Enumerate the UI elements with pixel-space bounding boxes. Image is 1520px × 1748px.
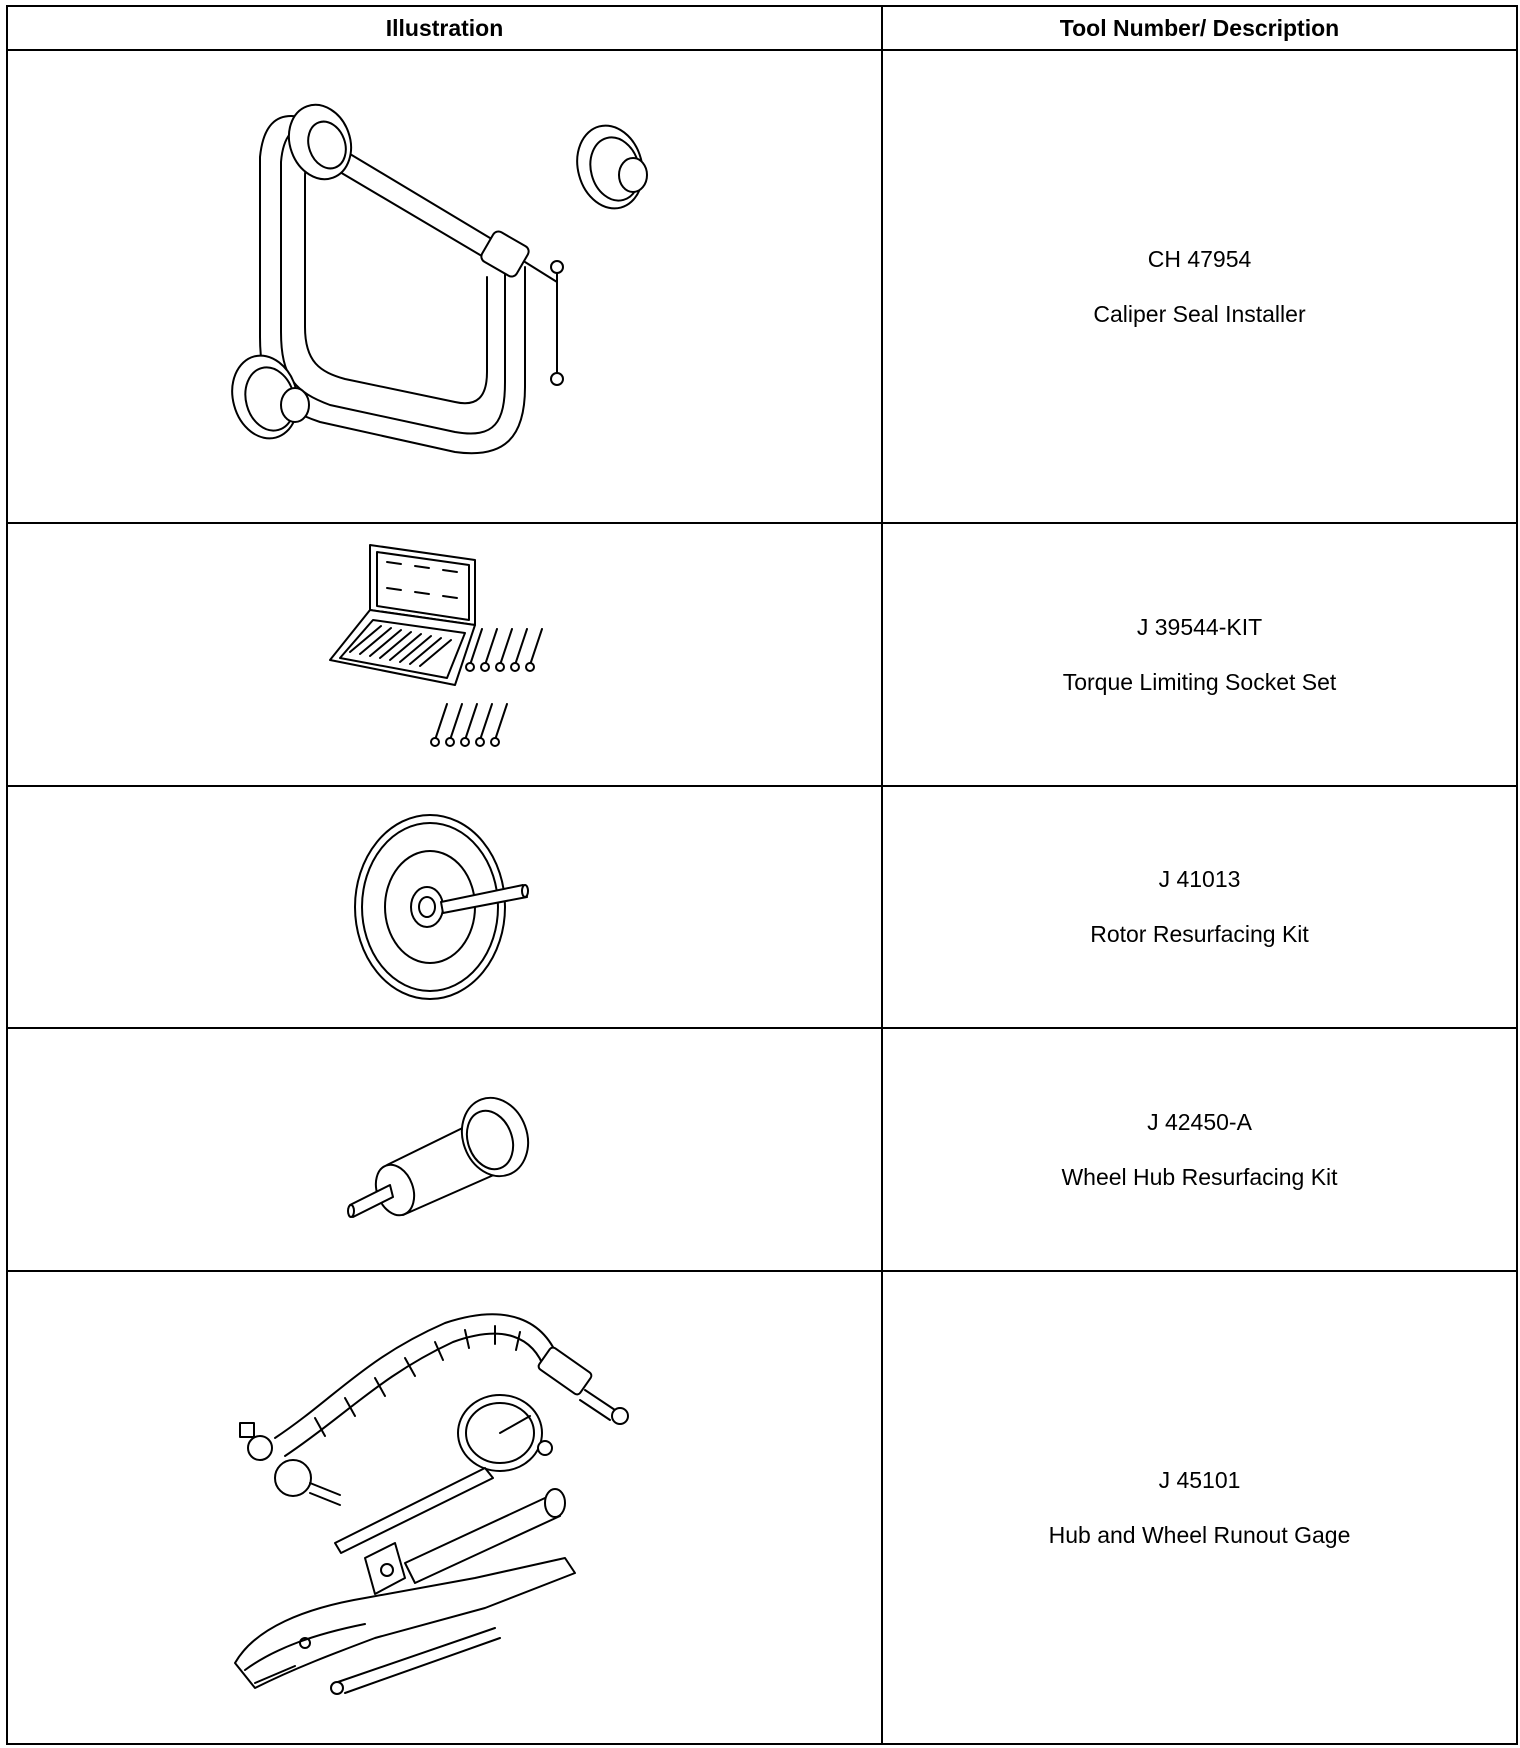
table-row: J 41013 Rotor Resurfacing Kit xyxy=(6,785,1518,1029)
description-cell: J 41013 Rotor Resurfacing Kit xyxy=(881,785,1518,1029)
illustration-cell xyxy=(6,49,883,524)
header-illustration: Illustration xyxy=(6,5,883,51)
table-row: J 45101 Hub and Wheel Runout Gage xyxy=(6,1270,1518,1745)
rotor-disc-icon xyxy=(345,807,545,1007)
tool-number: J 45101 xyxy=(1158,1466,1241,1493)
c-clamp-seal-installer-icon xyxy=(205,87,685,487)
socket-set-case-icon xyxy=(325,540,565,770)
tool-description: Torque Limiting Socket Set xyxy=(1062,668,1337,695)
header-tool-number-description: Tool Number/ Description xyxy=(881,5,1518,51)
description-cell: J 42450-A Wheel Hub Resurfacing Kit xyxy=(881,1027,1518,1272)
description-cell: CH 47954 Caliper Seal Installer xyxy=(881,49,1518,524)
illustration-cell xyxy=(6,785,883,1029)
description-cell: J 45101 Hub and Wheel Runout Gage xyxy=(881,1270,1518,1745)
illustration-cell xyxy=(6,522,883,787)
tool-description: Rotor Resurfacing Kit xyxy=(1090,921,1309,947)
tool-description: Caliper Seal Installer xyxy=(1093,300,1306,327)
table-header-row: Illustration Tool Number/ Description xyxy=(6,5,1518,51)
table-row: CH 47954 Caliper Seal Installer xyxy=(6,49,1518,524)
hub-cylinder-icon xyxy=(345,1075,545,1225)
tool-number: J 41013 xyxy=(1158,866,1241,892)
table-row: J 42450-A Wheel Hub Resurfacing Kit xyxy=(6,1027,1518,1272)
illustration-cell xyxy=(6,1027,883,1272)
tool-number: J 39544-KIT xyxy=(1136,613,1263,640)
tool-number: CH 47954 xyxy=(1147,245,1252,272)
tool-description: Wheel Hub Resurfacing Kit xyxy=(1061,1163,1338,1190)
special-tools-table: Illustration Tool Number/ Description xyxy=(6,5,1518,1745)
tool-number: J 42450-A xyxy=(1147,1108,1252,1135)
tool-description: Hub and Wheel Runout Gage xyxy=(1048,1521,1351,1548)
description-cell: J 39544-KIT Torque Limiting Socket Set xyxy=(881,522,1518,787)
illustration-cell xyxy=(6,1270,883,1745)
table-row: J 39544-KIT Torque Limiting Socket Set xyxy=(6,522,1518,787)
dial-gauge-flex-arm-icon xyxy=(215,1298,675,1718)
